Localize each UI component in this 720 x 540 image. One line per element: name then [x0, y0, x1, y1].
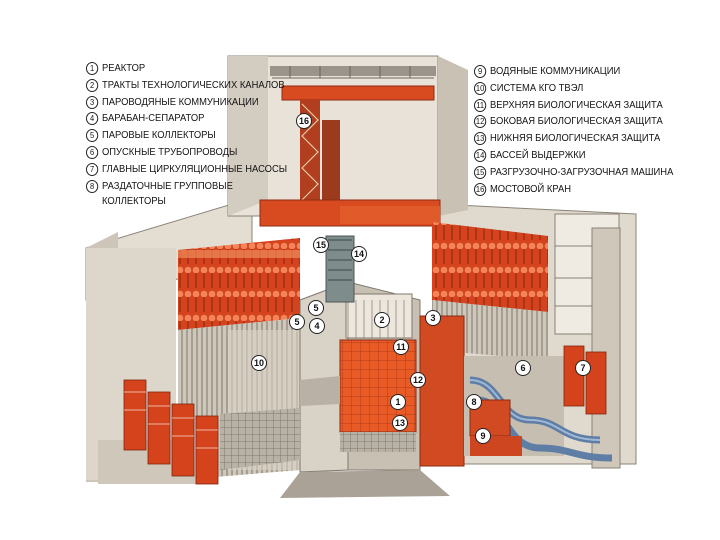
callout-side-shield: 12 [410, 372, 426, 388]
legend-number: 14 [474, 149, 486, 162]
legend-item: 5 ПАРОВЫЕ КОЛЛЕКТОРЫ [86, 128, 287, 145]
legend-label: СИСТЕМА КГО ТВЭЛ [490, 83, 583, 94]
callout-cooling-pool: 14 [351, 246, 367, 262]
legend-number: 4 [86, 112, 98, 125]
legend-label: РАЗГРУЗОЧНО-ЗАГРУЗОЧНАЯ МАШИНА [490, 167, 673, 178]
legend-label: ПАРОВЫЕ КОЛЛЕКТОРЫ [102, 130, 216, 141]
legend-number: 2 [86, 79, 98, 92]
legend-number: 5 [86, 129, 98, 142]
legend-number: 16 [474, 183, 486, 196]
callout-upper-shield: 11 [393, 339, 409, 355]
callout-distribution-headers: 8 [466, 394, 482, 410]
legend-label: БОКОВАЯ БИОЛОГИЧЕСКАЯ ЗАЩИТА [490, 116, 663, 127]
legend-right: 9 ВОДЯНЫЕ КОММУНИКАЦИИ 10 СИСТЕМА КГО ТВЭЛ… [474, 64, 686, 198]
legend-label: ГЛАВНЫЕ ЦИРКУЛЯЦИОННЫЕ НАСОСЫ [102, 164, 287, 175]
legend-item: 9 ВОДЯНЫЕ КОММУНИКАЦИИ [474, 64, 673, 81]
legend-item: 11 ВЕРХНЯЯ БИОЛОГИЧЕСКАЯ ЗАЩИТА [474, 98, 673, 115]
callout-steam-collectors: 5 [289, 314, 305, 330]
callout-downcomers: 6 [515, 360, 531, 376]
legend-label: НИЖНЯЯ БИОЛОГИЧЕСКАЯ ЗАЩИТА [490, 133, 660, 144]
legend-label: ОПУСКНЫЕ ТРУБОПРОВОДЫ [102, 147, 237, 158]
callout-lower-shield: 13 [392, 415, 408, 431]
legend-number: 11 [474, 99, 486, 112]
legend-item: 8 РАЗДАТОЧНЫЕ ГРУППОВЫЕ КОЛЛЕКТОРЫ [86, 179, 262, 211]
legend-label: ТРАКТЫ ТЕХНОЛОГИЧЕСКИХ КАНАЛОВ [102, 80, 285, 91]
callout-channel-paths: 2 [374, 312, 390, 328]
legend-number: 13 [474, 132, 486, 145]
legend-item: 4 БАРАБАН-СЕПАРАТОР [86, 111, 287, 128]
legend-label: РЕАКТОР [102, 63, 145, 74]
legend-label: ВОДЯНЫЕ КОММУНИКАЦИИ [490, 66, 620, 77]
legend-number: 12 [474, 115, 486, 128]
legend-number: 3 [86, 96, 98, 109]
callout-fuel-integrity-system: 10 [251, 355, 267, 371]
legend-item: 16 МОСТОВОЙ КРАН [474, 182, 673, 199]
legend-label: БАРАБАН-СЕПАРАТОР [102, 113, 204, 124]
legend-item: 15 РАЗГРУЗОЧНО-ЗАГРУЗОЧНАЯ МАШИНА [474, 165, 673, 182]
legend-item: 2 ТРАКТЫ ТЕХНОЛОГИЧЕСКИХ КАНАЛОВ [86, 78, 287, 95]
legend-number: 15 [474, 166, 486, 179]
callout-bridge-crane: 16 [296, 113, 312, 129]
legend-label: МОСТОВОЙ КРАН [490, 184, 571, 195]
legend-number: 7 [86, 163, 98, 176]
callout-steam-water-lines: 3 [425, 310, 441, 326]
callout-reactor: 1 [390, 394, 406, 410]
legend-number: 9 [474, 65, 486, 78]
legend-item: 6 ОПУСКНЫЕ ТРУБОПРОВОДЫ [86, 145, 287, 162]
legend-number: 6 [86, 146, 98, 159]
legend-number: 10 [474, 82, 486, 95]
legend-label: ВЕРХНЯЯ БИОЛОГИЧЕСКАЯ ЗАЩИТА [490, 100, 663, 111]
callout-circulation-pumps: 7 [575, 360, 591, 376]
legend-item: 1 РЕАКТОР [86, 61, 287, 78]
legend-label: БАССЕЙ ВЫДЕРЖКИ [490, 150, 586, 161]
legend-label: ПАРОВОДЯНЫЕ КОММУНИКАЦИИ [102, 97, 259, 108]
legend-item: 7 ГЛАВНЫЕ ЦИРКУЛЯЦИОННЫЕ НАСОСЫ [86, 162, 287, 179]
callout-refueling-machine: 15 [313, 237, 329, 253]
callout-water-lines: 9 [475, 428, 491, 444]
legend-label: РАЗДАТОЧНЫЕ ГРУППОВЫЕ КОЛЛЕКТОРЫ [102, 181, 233, 207]
callout-steam-collectors: 5 [308, 300, 324, 316]
legend-number: 8 [86, 180, 98, 193]
legend-item: 14 БАССЕЙ ВЫДЕРЖКИ [474, 148, 673, 165]
legend-item: 12 БОКОВАЯ БИОЛОГИЧЕСКАЯ ЗАЩИТА [474, 114, 673, 131]
callout-drum-separator: 4 [309, 318, 325, 334]
legend-item: 3 ПАРОВОДЯНЫЕ КОММУНИКАЦИИ [86, 95, 287, 112]
legend-item: 13 НИЖНЯЯ БИОЛОГИЧЕСКАЯ ЗАЩИТА [474, 131, 673, 148]
legend-number: 1 [86, 62, 98, 75]
legend-left: 1 РЕАКТОР 2 ТРАКТЫ ТЕХНОЛОГИЧЕСКИХ КАНАЛОВ… [86, 61, 300, 211]
legend-item: 10 СИСТЕМА КГО ТВЭЛ [474, 81, 673, 98]
